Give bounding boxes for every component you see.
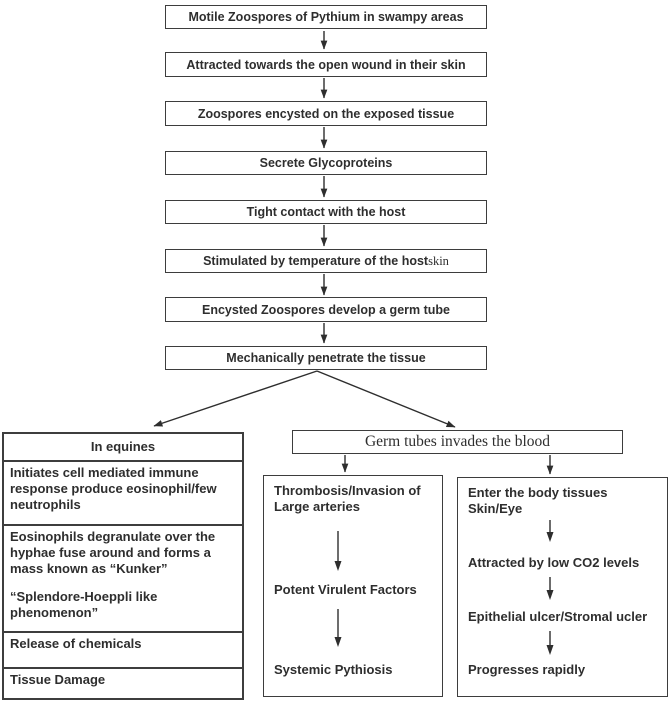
step-germ-tube: Encysted Zoospores develop a germ tube xyxy=(165,297,487,322)
arrow-down-icon xyxy=(334,531,342,571)
arrow-down-icon xyxy=(334,609,342,647)
thrombosis-line1: Thrombosis/Invasion of xyxy=(274,483,421,498)
equines-row-chemicals: Release of chemicals xyxy=(4,631,242,667)
arrow-down-icon xyxy=(546,520,554,542)
step-label: Tight contact with the host xyxy=(246,205,406,219)
germ-tubes-label: Germ tubes invades the blood xyxy=(364,433,551,450)
step-motile-zoospores: Motile Zoospores of Pythium in swampy ar… xyxy=(165,5,487,29)
equines-row-kunker: Eosinophils degranulate over the hyphae … xyxy=(4,524,242,631)
step-encysted-tissue: Zoospores encysted on the exposed tissue xyxy=(165,101,487,126)
thrombosis-line2: Large arteries xyxy=(274,499,360,514)
enter-body-step: Enter the body tissues Skin/Eye xyxy=(468,485,661,517)
step-label-serif: skin xyxy=(428,253,449,268)
step-label: Motile Zoospores of Pythium in swampy ar… xyxy=(188,10,464,24)
tissue-invasion-column: Enter the body tissues Skin/Eye Attracte… xyxy=(457,477,668,697)
arrow-down-icon xyxy=(546,631,554,655)
thrombosis-step: Thrombosis/Invasion of Large arteries xyxy=(274,483,436,515)
virulent-factors-step: Potent Virulent Factors xyxy=(274,582,417,597)
arrow-down-icon xyxy=(546,577,554,600)
step-label: Mechanically penetrate the tissue xyxy=(226,351,426,365)
enter-body-line2: Skin/Eye xyxy=(468,501,523,516)
step-attracted-wound: Attracted towards the open wound in thei… xyxy=(165,52,487,77)
step-tight-contact: Tight contact with the host xyxy=(165,200,487,224)
systemic-pythiosis-column: Thrombosis/Invasion of Large arteries Po… xyxy=(263,475,443,697)
equines-header: In equines xyxy=(90,439,156,454)
progresses-rapidly-step: Progresses rapidly xyxy=(468,662,586,677)
low-co2-step: Attracted by low CO2 levels xyxy=(468,555,640,570)
step-label: Encysted Zoospores develop a germ tube xyxy=(202,302,450,317)
step-secrete-glycoproteins: Secrete Glycoproteins xyxy=(165,151,487,175)
kunker-text: Eosinophils degranulate over the hyphae … xyxy=(10,529,216,576)
splendore-hoeppli-text: “Splendore-Hoeppli like phenomenon” xyxy=(10,589,158,620)
systemic-pythiosis-step: Systemic Pythiosis xyxy=(274,662,393,677)
equines-row-tissue-damage: Tissue Damage xyxy=(4,667,242,698)
germ-tubes-box: Germ tubes invades the blood xyxy=(292,430,623,454)
equines-row-immune-response: Initiates cell mediated immune response … xyxy=(4,460,242,524)
step-label: Stimulated by temperature of the host xyxy=(203,254,429,268)
step-mechanically-penetrate: Mechanically penetrate the tissue xyxy=(165,346,487,370)
step-label: Secrete Glycoproteins xyxy=(259,156,393,170)
epithelial-ulcer-step: Epithelial ulcer/Stromal ucler xyxy=(468,609,648,624)
step-stimulated-temperature: Stimulated by temperature of the host sk… xyxy=(165,249,487,273)
enter-body-line1: Enter the body tissues xyxy=(468,485,608,500)
equines-table: In equines Initiates cell mediated immun… xyxy=(2,432,244,700)
step-label: Zoospores encysted on the exposed tissue xyxy=(197,106,455,121)
step-label: Attracted towards the open wound in thei… xyxy=(186,57,466,72)
